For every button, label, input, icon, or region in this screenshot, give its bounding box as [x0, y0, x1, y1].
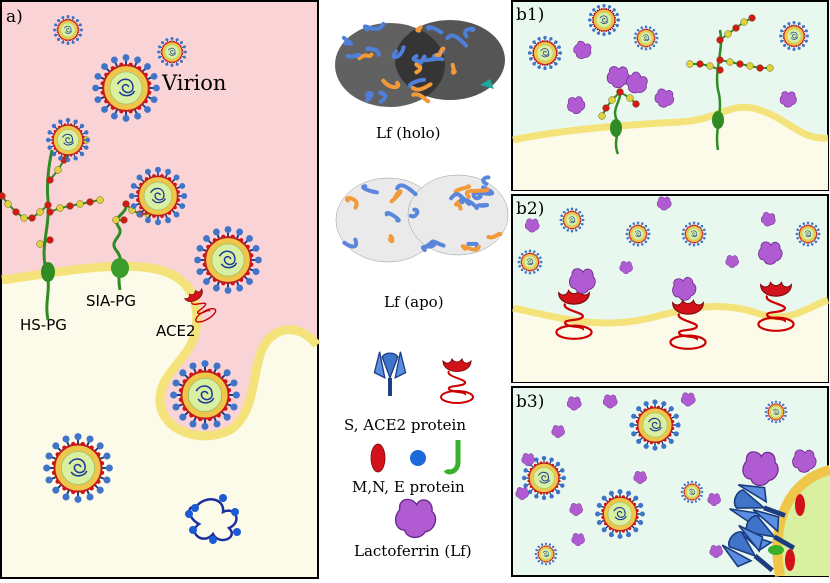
glycan-bead — [4, 200, 12, 208]
glycan-bead — [46, 176, 54, 184]
virion — [681, 221, 707, 247]
virion — [628, 398, 682, 452]
m-protein — [795, 494, 805, 516]
glycan-bead — [122, 200, 130, 208]
panel-b1-label: b1) — [516, 5, 544, 25]
e-protein-icon — [443, 440, 461, 475]
glycan-bead — [632, 100, 640, 108]
legend-mne: M,N, E protein — [352, 478, 465, 496]
glycan-bead — [766, 64, 774, 72]
glycan-bead — [112, 216, 120, 224]
glycan-bead — [608, 96, 616, 104]
legend-s-ace2: S, ACE2 protein — [344, 416, 466, 434]
virion — [127, 165, 189, 227]
glycan-bead — [746, 62, 754, 70]
virion-label: Virion — [161, 71, 226, 95]
panel-a-label: a) — [6, 7, 23, 27]
lf-holo-structure — [335, 20, 505, 107]
virion — [156, 36, 188, 68]
virion — [587, 3, 621, 37]
sia-pg-label: SIA-PG — [86, 292, 136, 310]
virion — [633, 25, 659, 51]
glycan-bead — [44, 201, 52, 209]
glycan-bead — [756, 64, 764, 72]
glycan-bead — [76, 200, 84, 208]
glycan-bead — [716, 66, 724, 74]
glycan-bead — [686, 60, 694, 68]
virion — [91, 53, 161, 123]
ace2-label: ACE2 — [156, 322, 196, 340]
glycan-bead — [36, 208, 44, 216]
virion — [795, 221, 821, 247]
glycan-bead — [616, 88, 624, 96]
glycan-bead — [724, 30, 732, 38]
m-protein — [785, 549, 795, 571]
legend-lactoferrin: Lactoferrin (Lf) — [354, 542, 472, 560]
virion — [193, 225, 263, 295]
virion — [534, 542, 558, 566]
glycan-bead — [12, 208, 20, 216]
n-protein-icon — [410, 450, 426, 466]
m-protein-icon — [370, 443, 386, 473]
glycan-bead — [86, 198, 94, 206]
virion — [517, 249, 543, 275]
spike-legend-icon — [373, 351, 407, 397]
glycan-bead — [736, 60, 744, 68]
glycan-bead — [602, 104, 610, 112]
legend: S, ACE2 protein M,N, E protein Lactoferr… — [344, 351, 474, 560]
glycan-bead — [716, 56, 724, 64]
panel-a: a) Virion HS-PG SIA-PG ACE2 — [0, 0, 321, 579]
glycan-bead — [28, 214, 36, 222]
glycan-bead — [706, 62, 714, 70]
cell-membrane — [1, 261, 321, 441]
glycan-bead — [46, 236, 54, 244]
e-protein — [768, 545, 784, 555]
glycan-bead — [36, 240, 44, 248]
endocytosed-rna-cluster — [185, 494, 241, 544]
virion — [559, 207, 585, 233]
glycan-bead — [726, 58, 734, 66]
middle-column: Lf (holo) Lf (apo) S, ACE2 protein M,N, … — [335, 20, 509, 560]
glycan-bead — [96, 196, 104, 204]
glycan-bead — [56, 204, 64, 212]
ace2-legend-icon — [440, 358, 474, 404]
virion — [764, 400, 788, 424]
virion — [42, 432, 114, 504]
panel-b2-label: b2) — [516, 199, 544, 219]
virion — [680, 480, 704, 504]
lf-apo-label: Lf (apo) — [384, 293, 444, 311]
panel-b2: b2) — [511, 194, 830, 383]
glycan-bead — [66, 202, 74, 210]
virion — [527, 35, 563, 71]
glycan-bead — [46, 208, 54, 216]
glycan-bead — [716, 36, 724, 44]
glycan-bead — [748, 14, 756, 22]
glycan-bead — [696, 60, 704, 68]
panel-b1: b1) — [511, 0, 829, 191]
virion — [169, 359, 241, 431]
glycan-bead — [626, 94, 634, 102]
glycan-bead — [54, 166, 62, 174]
virion — [625, 221, 651, 247]
glycan-bead — [120, 216, 128, 224]
panel-b3-label: b3) — [516, 392, 544, 412]
glycan-bead — [0, 192, 6, 200]
hs-pg-label: HS-PG — [20, 316, 67, 334]
virion — [52, 14, 84, 46]
virion — [594, 488, 646, 540]
glycan-bead — [598, 112, 606, 120]
glycan-bead — [732, 24, 740, 32]
glycan-bead — [740, 18, 748, 26]
glycan-bead — [20, 214, 28, 222]
lf-apo-structure — [335, 174, 509, 263]
virion — [778, 20, 810, 52]
lactoferrin-legend-icon — [394, 498, 437, 539]
lf-holo-label: Lf (holo) — [376, 124, 441, 142]
virion — [45, 117, 91, 163]
panel-b3: b3) — [511, 386, 830, 583]
